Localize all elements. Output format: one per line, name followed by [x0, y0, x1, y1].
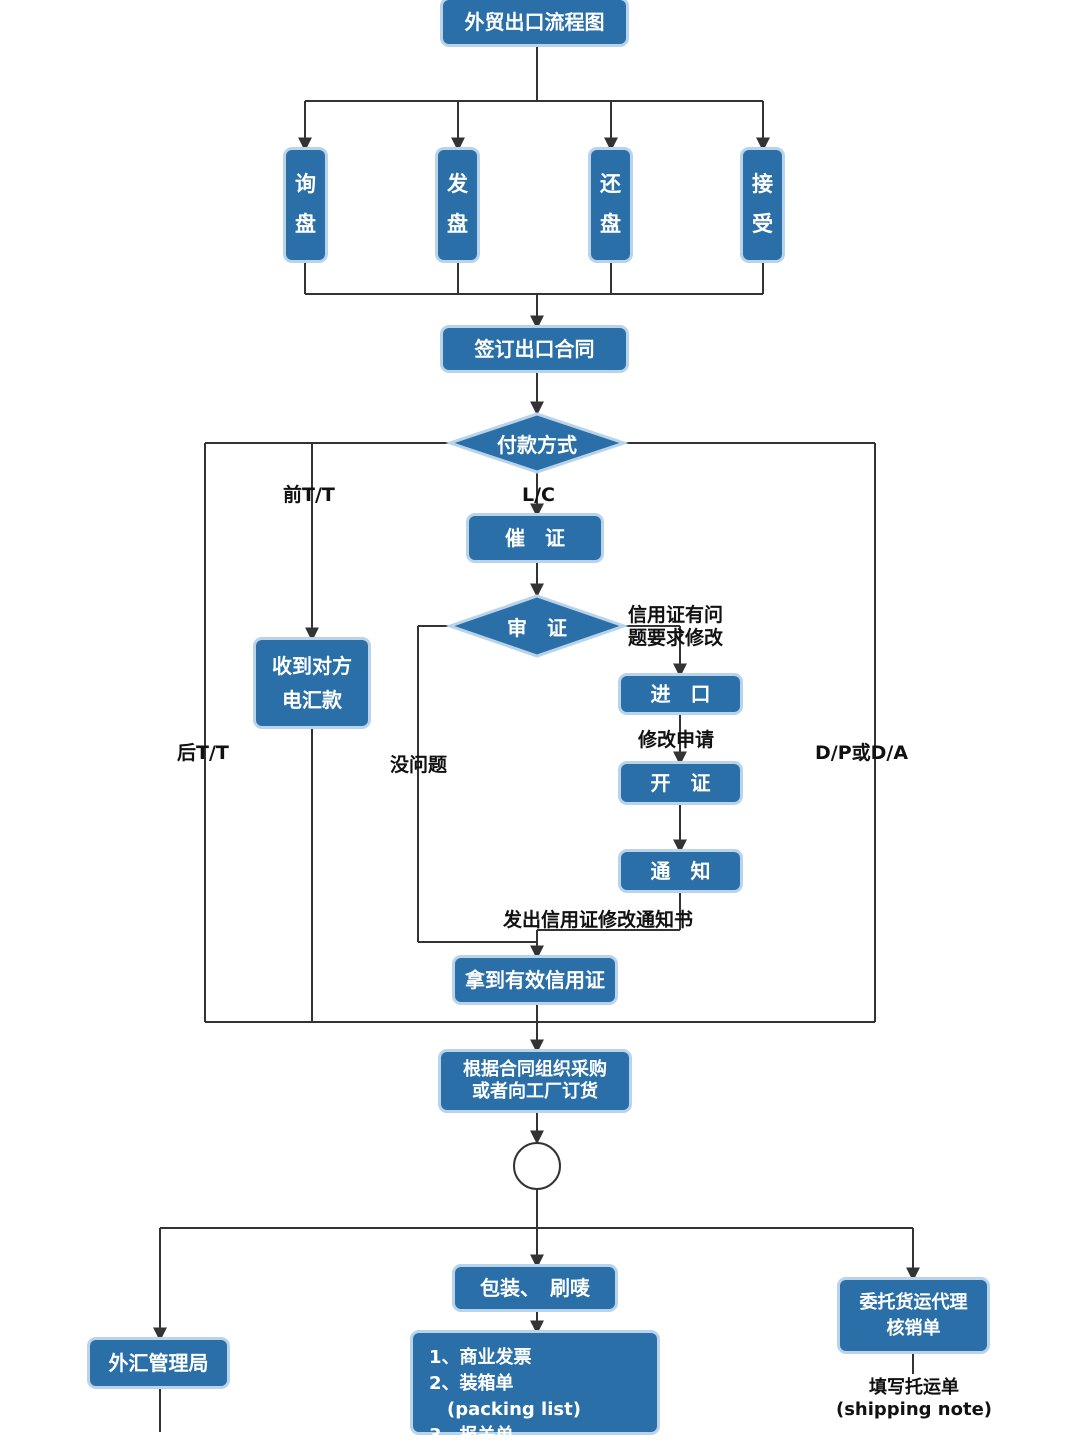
valid-lc-box: 拿到有效信用证	[455, 958, 615, 1002]
stage-offer-bottom: 盘	[447, 212, 468, 236]
payment-method-label: 付款方式	[497, 432, 577, 457]
review-lc-label: 审 证	[507, 615, 567, 640]
stage-acceptance: 接 受	[743, 150, 782, 260]
doc-customs-declaration: 3、报关单	[429, 1425, 514, 1446]
receive-tt-box: 收到对方 电汇款	[256, 640, 368, 726]
stage-acceptance-bottom: 受	[752, 212, 773, 236]
stage-counter-offer: 还 盘	[591, 150, 630, 260]
purchase-box: 根据合同组织采购 或者向工厂订货	[441, 1052, 629, 1110]
label-pre-tt: 前T/T	[283, 484, 335, 506]
stage-inquiry-top: 询	[295, 172, 316, 197]
label-amend-notice: 发出信用证修改通知书	[503, 909, 694, 931]
sign-contract-box: 签订出口合同	[443, 328, 626, 370]
documents-box: 1、商业发票 2、装箱单 (packing list) 3、报关单	[413, 1333, 657, 1446]
review-lc-diamond	[445, 594, 629, 658]
label-shipping-note: 填写托运单 (shipping note)	[835, 1377, 993, 1420]
import-box: 进 口	[621, 676, 740, 712]
label-post-tt: 后T/T	[177, 742, 229, 764]
doc-packing-list-en: (packing list)	[429, 1399, 581, 1420]
stage-counter-offer-bottom: 盘	[600, 212, 621, 236]
label-no-problem: 没问题	[390, 754, 448, 776]
stage-inquiry: 询 盘	[286, 150, 325, 260]
stage-counter-offer-top: 还	[600, 172, 621, 197]
label-lc-problem: 信用证有问 题要求修改	[628, 604, 724, 649]
stage-acceptance-top: 接	[752, 172, 773, 197]
stage-offer: 发 盘	[438, 150, 477, 260]
doc-commercial-invoice: 1、商业发票	[429, 1347, 532, 1368]
issue-box: 开 证	[621, 764, 740, 802]
payment-method-diamond	[445, 412, 629, 474]
stage-offer-top: 发	[447, 172, 468, 197]
urge-lc-box: 催 证	[469, 516, 601, 560]
label-amend-request: 修改申请	[638, 729, 715, 751]
packing-box: 包装、 刷唛	[455, 1267, 615, 1309]
freight-agent-box: 委托货运代理 核销单	[840, 1280, 987, 1351]
doc-packing-list: 2、装箱单	[429, 1373, 514, 1394]
title-box: 外贸出口流程图	[443, 0, 626, 44]
notify-box: 通 知	[621, 852, 740, 890]
forex-bureau-box: 外汇管理局	[90, 1340, 227, 1386]
stage-inquiry-bottom: 盘	[295, 212, 316, 236]
label-lc: L/C	[522, 484, 555, 506]
label-dp-da: D/P或D/A	[815, 742, 909, 764]
